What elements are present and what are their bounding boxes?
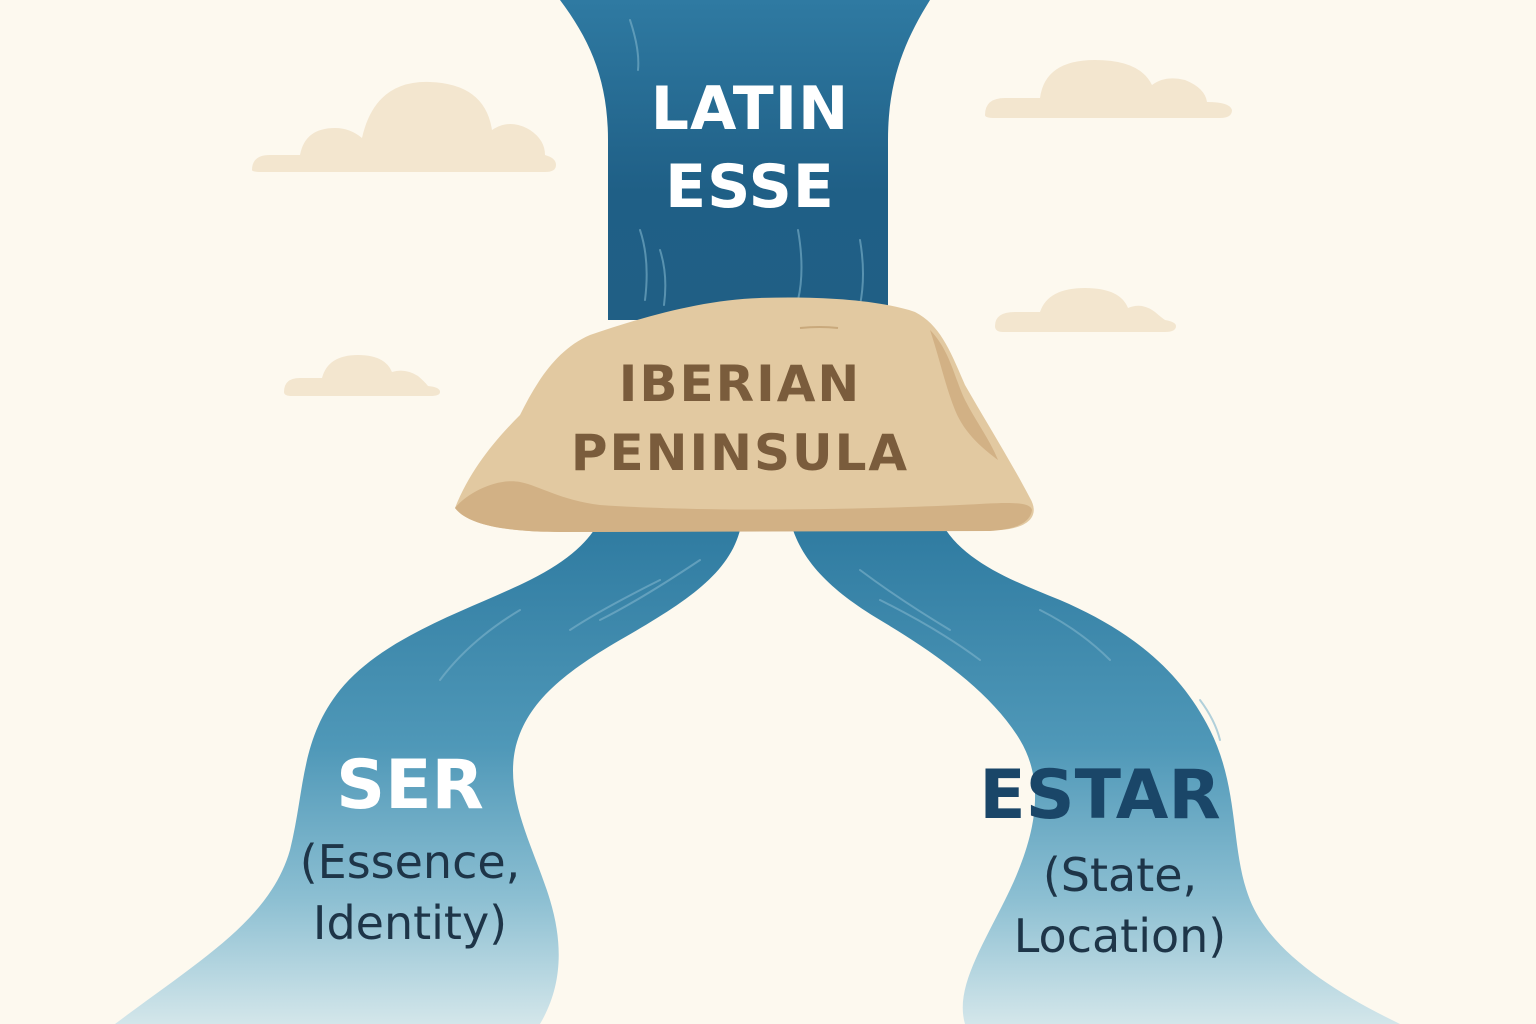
source-title-line1: LATIN bbox=[650, 74, 850, 144]
cloud-mid-left bbox=[284, 355, 440, 396]
cloud-top-left bbox=[252, 81, 556, 172]
ser-branch-title: SER bbox=[336, 746, 484, 825]
estar-description-line2: Location) bbox=[1013, 909, 1227, 963]
cloud-top-right bbox=[985, 60, 1232, 118]
flow-streaks bbox=[439, 19, 1221, 741]
estar-description-line1: (State, bbox=[1042, 848, 1198, 902]
estar-branch-title: ESTAR bbox=[979, 756, 1221, 835]
cloud-mid-right bbox=[995, 288, 1176, 332]
river-source bbox=[560, 0, 930, 320]
rock-iberian-peninsula bbox=[455, 297, 1034, 532]
rock-label-line2: PENINSULA bbox=[570, 424, 910, 482]
river-branch-ser bbox=[115, 520, 742, 1024]
source-title-line2: ESSE bbox=[665, 152, 835, 222]
rock-label-line1: IBERIAN bbox=[618, 355, 862, 413]
ser-description-line2: Identity) bbox=[312, 896, 508, 950]
ser-description-line1: (Essence, bbox=[299, 835, 521, 889]
river-branch-estar bbox=[790, 520, 1400, 1024]
